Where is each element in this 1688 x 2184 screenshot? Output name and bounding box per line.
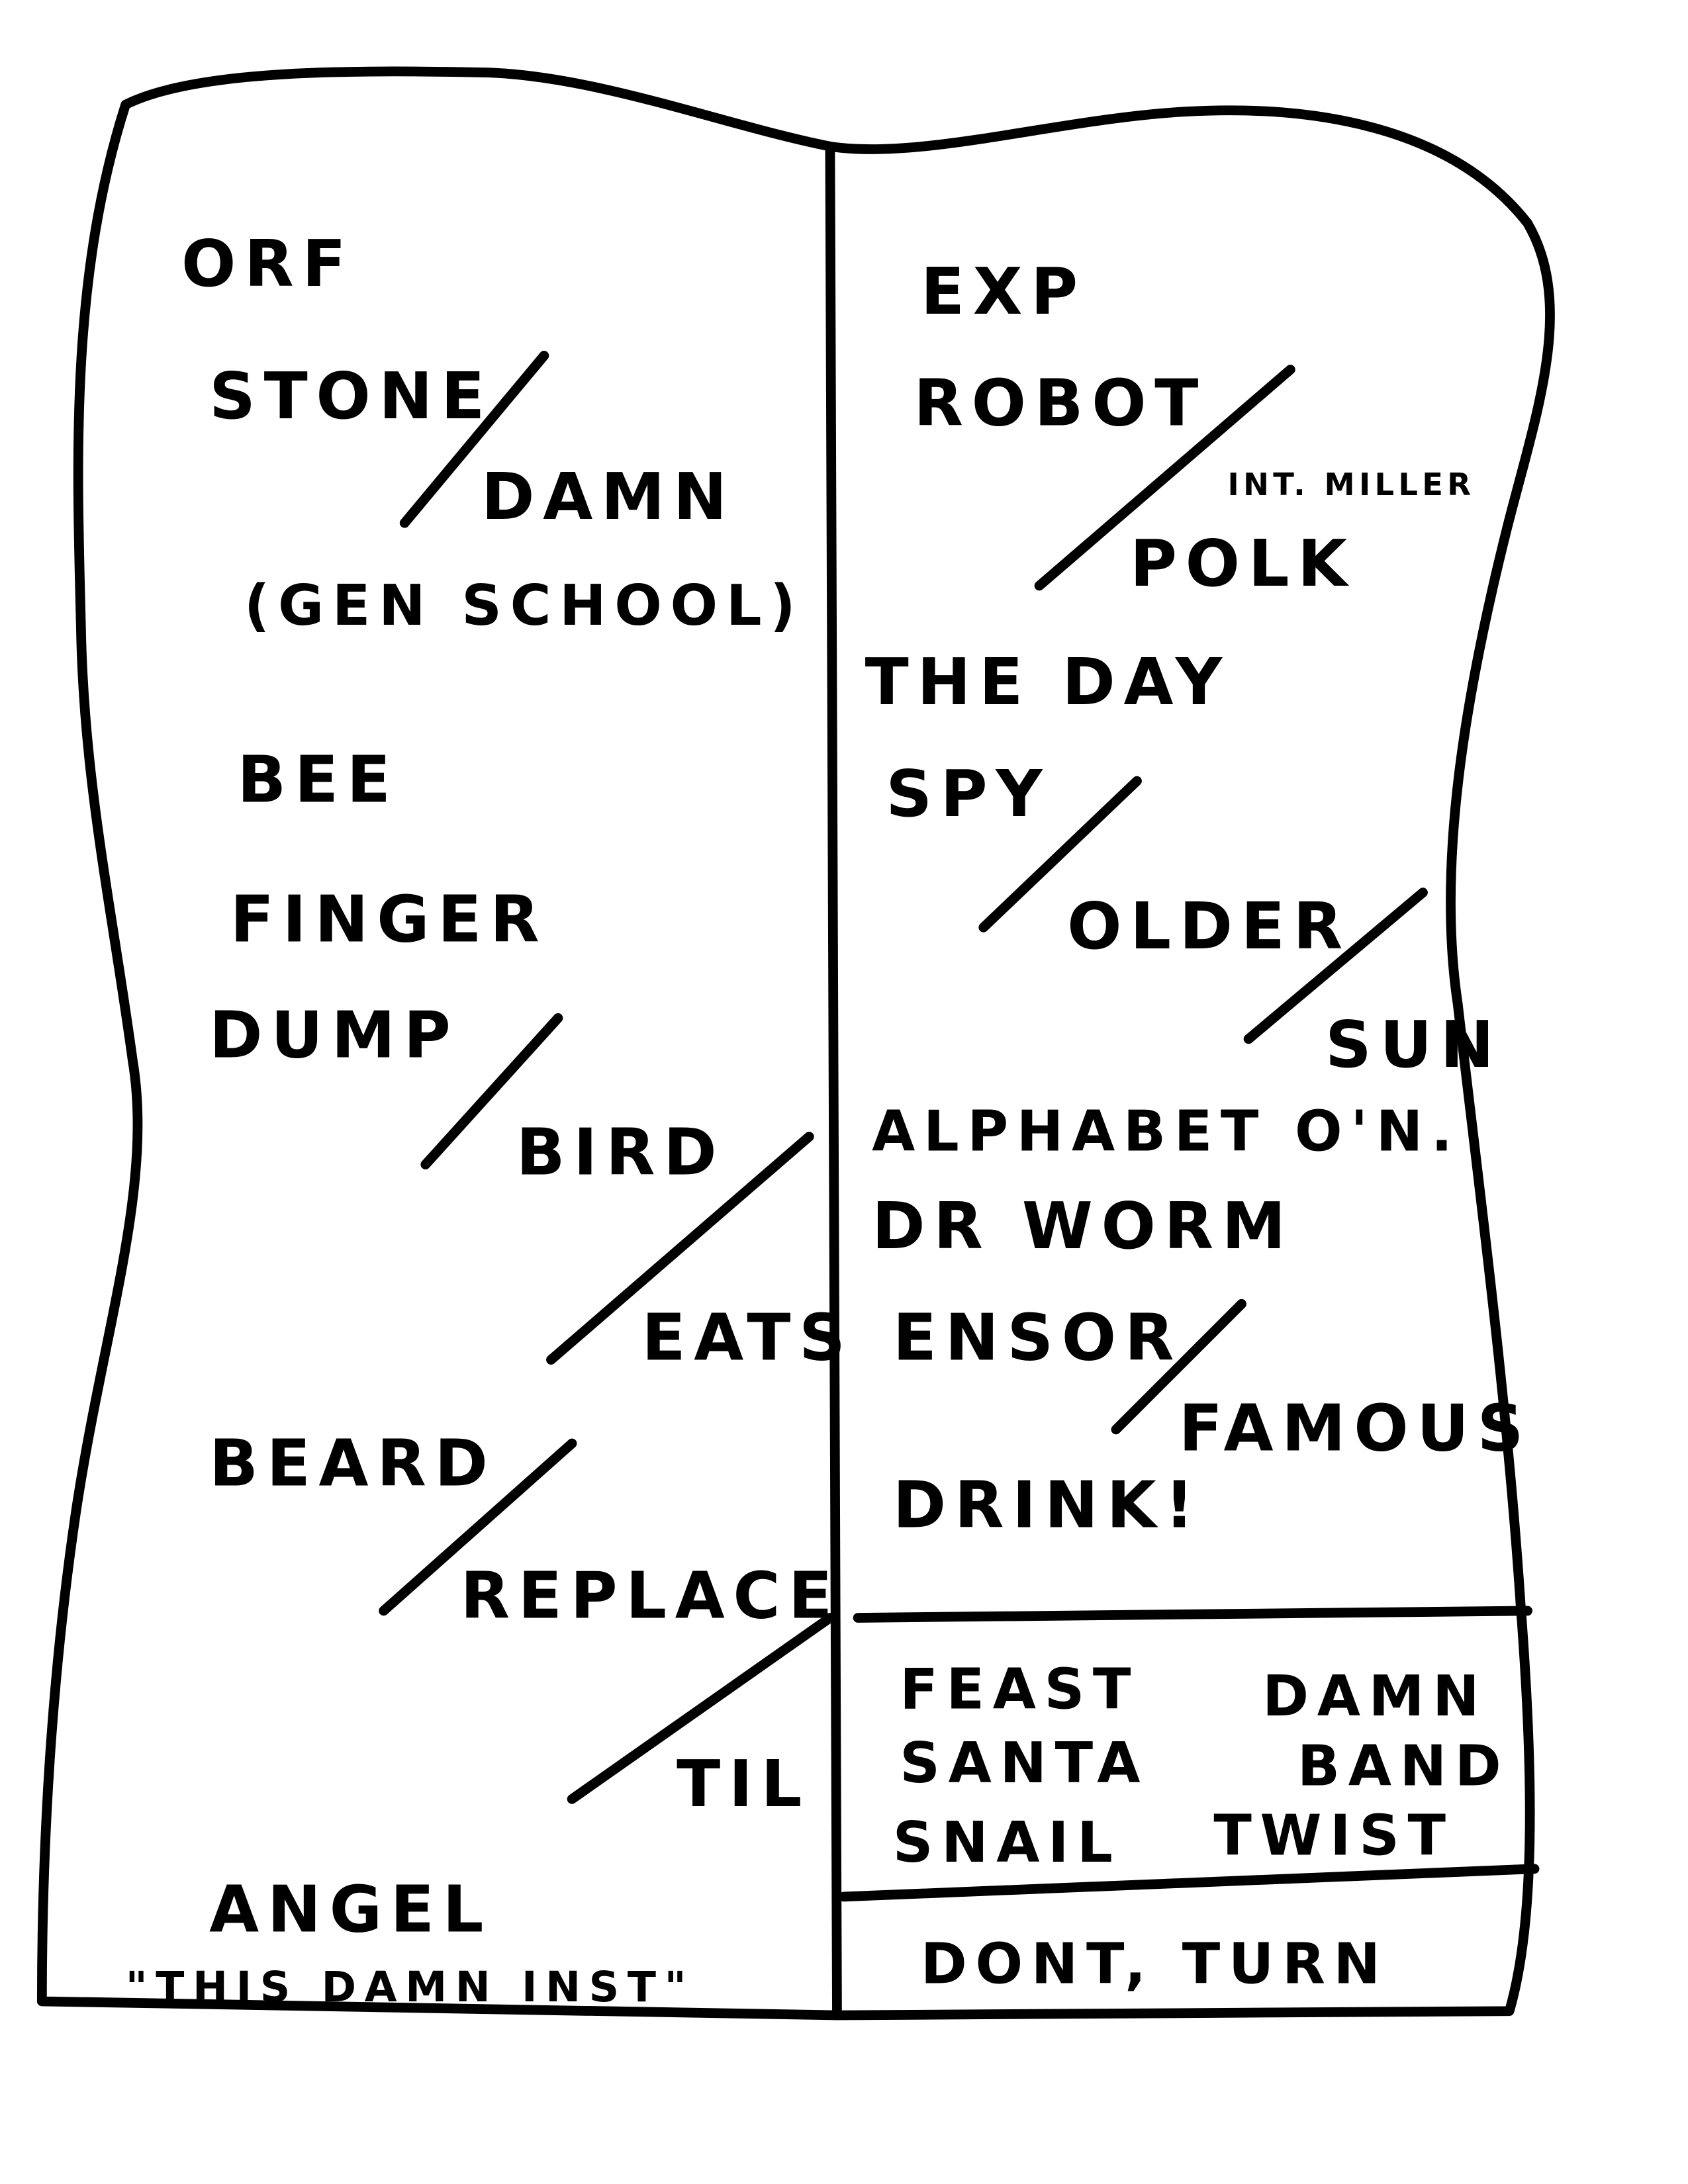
segue-slash — [379, 1438, 577, 1616]
song-note-gen-school: (GEN SCHOOL) — [244, 573, 804, 638]
song-snail: SNAIL — [893, 1810, 1121, 1875]
box-divider-top — [853, 1606, 1532, 1623]
song-alphabet: ALPHABET O'N. — [872, 1099, 1460, 1164]
song-robot: ROBOT — [914, 366, 1207, 441]
right-column: EXP ROBOT INT. MILLER POLK THE DAY SPY O… — [865, 254, 1532, 1542]
song-bee: BEE — [237, 743, 399, 817]
segue-slash — [399, 350, 549, 528]
song-replace: REPLACE — [460, 1558, 841, 1633]
left-column: ORF STONE DAMN (GEN SCHOOL) BEE FINGER D… — [126, 226, 853, 2011]
song-eats: EATS — [641, 1300, 853, 1375]
song-note-this-damn-inst: "THIS DAMN INST" — [126, 1962, 694, 2011]
song-dont-turn: DONT, TURN — [921, 1932, 1389, 1997]
song-beard: BEARD — [209, 1426, 496, 1500]
song-orf: ORF — [181, 226, 354, 301]
column-divider — [825, 141, 842, 2021]
song-bird: BIRD — [516, 1115, 726, 1189]
song-angel: ANGEL — [209, 1872, 492, 1947]
page-outline — [36, 66, 1555, 2021]
song-damn: DAMN — [481, 459, 735, 534]
song-drink: DRINK! — [893, 1467, 1202, 1542]
segue-slash — [420, 1013, 563, 1169]
segue-slash — [1243, 887, 1428, 1044]
segue-slash — [546, 1132, 814, 1365]
song-finger: FINGER — [230, 882, 548, 956]
song-santa: SANTA — [900, 1731, 1149, 1796]
song-the-day: THE DAY — [865, 645, 1231, 719]
song-stone: STONE — [209, 359, 493, 433]
segue-slash — [1111, 1298, 1246, 1435]
song-exp: EXP — [921, 254, 1086, 329]
segue-slash — [1034, 365, 1295, 591]
song-ensor: ENSOR — [893, 1300, 1182, 1375]
song-dr-worm: DR WORM — [872, 1189, 1294, 1263]
song-sun: SUN — [1325, 1007, 1503, 1082]
song-note-int-miller: INT. MILLER — [1228, 467, 1476, 502]
segue-slashes — [379, 350, 1428, 1804]
song-polk: POLK — [1130, 526, 1356, 601]
song-famous: FAMOUS — [1179, 1391, 1532, 1466]
song-twist: TWIST — [1213, 1803, 1454, 1868]
box-divider-bottom — [839, 1864, 1540, 1902]
song-damn-2: DAMN — [1262, 1664, 1487, 1729]
song-band: BAND — [1297, 1733, 1510, 1798]
song-older: OLDER — [1067, 889, 1351, 964]
song-til: TIL — [677, 1747, 810, 1821]
song-dump: DUMP — [209, 997, 459, 1072]
song-feast: FEAST — [900, 1657, 1139, 1721]
segue-slash — [978, 776, 1142, 933]
bottom-section: DONT, TURN — [921, 1932, 1389, 1997]
box-section: FEAST DAMN SANTA BAND SNAIL TWIST — [893, 1657, 1510, 1875]
song-spy: SPY — [886, 756, 1051, 831]
segue-slash — [567, 1613, 835, 1804]
